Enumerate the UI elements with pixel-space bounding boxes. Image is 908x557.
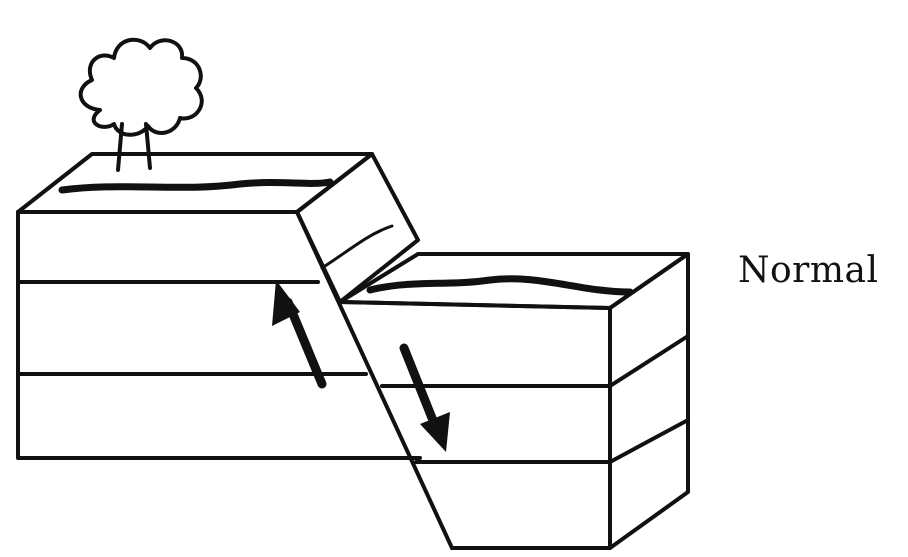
footwall-block (18, 154, 452, 548)
tree-icon (81, 40, 202, 170)
fault-type-label: Normal (738, 250, 879, 291)
hanging-wall-block (340, 254, 688, 548)
arrow-down-icon (404, 348, 450, 452)
arrow-up-icon (272, 280, 322, 384)
